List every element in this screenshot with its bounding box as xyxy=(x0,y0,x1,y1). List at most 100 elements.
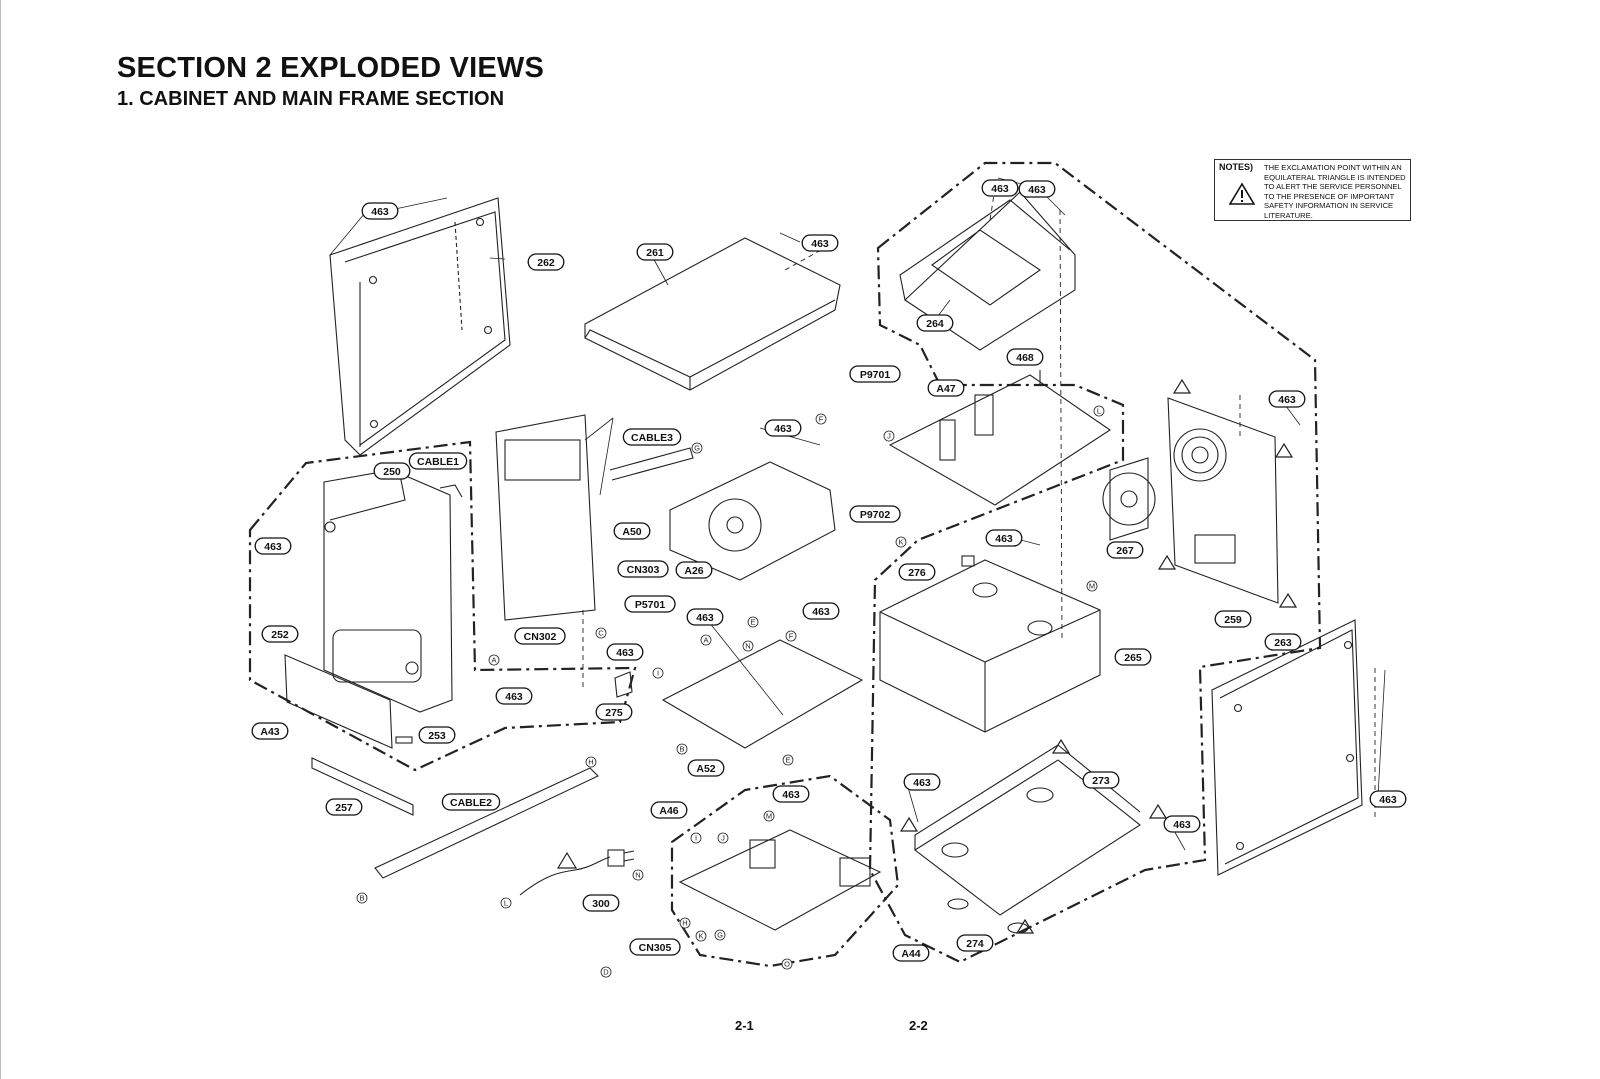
page-number-left: 2-1 xyxy=(735,1018,754,1033)
rear-panel-259 xyxy=(1167,397,1279,604)
part-label: A52 xyxy=(687,759,725,777)
part-label-text: 276 xyxy=(908,567,926,579)
note-title: NOTES) xyxy=(1219,162,1254,172)
warning-triangles xyxy=(556,378,1298,934)
part-label: P5701 xyxy=(624,595,676,613)
part-label-text: 267 xyxy=(1116,545,1134,557)
connector-callout: A xyxy=(488,654,500,666)
part-label-text: 257 xyxy=(335,802,353,814)
connector-callout-text: H xyxy=(588,758,593,767)
part-label: 463 xyxy=(772,785,810,803)
connector-callout: C xyxy=(595,627,607,639)
part-276 xyxy=(961,555,975,567)
connector-callout-text: H xyxy=(682,919,687,928)
part-label: CN302 xyxy=(514,627,566,645)
part-label-text: 468 xyxy=(1016,352,1034,364)
part-label: CN305 xyxy=(629,938,681,956)
part-label-text: A26 xyxy=(684,565,703,577)
connector-callout: J xyxy=(717,832,729,844)
connector-callout: G xyxy=(691,442,703,454)
connector-callout: H xyxy=(585,756,597,768)
part-label: 463 xyxy=(686,608,724,626)
connector-callout-text: O xyxy=(784,960,790,969)
connector-callout-text: M xyxy=(766,812,772,821)
connector-callout-text: A xyxy=(491,656,496,665)
part-label: 463 xyxy=(1268,390,1306,408)
part-label-text: 252 xyxy=(271,629,289,641)
part-label: 463 xyxy=(903,773,941,791)
part-label-text: P9701 xyxy=(860,369,891,381)
part-label-text: 463 xyxy=(1028,184,1046,196)
connector-callout-text: B xyxy=(359,894,364,903)
connector-callout-text: L xyxy=(504,899,508,908)
connector-callout: M xyxy=(1086,580,1098,592)
part-253 xyxy=(395,736,413,744)
part-label: 274 xyxy=(956,934,994,952)
group-outlines xyxy=(248,161,1322,968)
main-chassis-265 xyxy=(879,559,1101,733)
top-shelf-264 xyxy=(899,191,1076,351)
connector-callout-text: F xyxy=(789,632,794,641)
connector-callout-text: D xyxy=(603,968,609,977)
part-label: 263 xyxy=(1264,633,1302,651)
part-label: 275 xyxy=(595,703,633,721)
part-label-text: 463 xyxy=(774,423,792,435)
part-label-text: 463 xyxy=(913,777,931,789)
part-label: A26 xyxy=(675,561,713,579)
connector-callout-text: F xyxy=(819,415,824,424)
connector-callout-text: G xyxy=(717,931,723,940)
connector-callout: L xyxy=(1093,405,1105,417)
part-label-text: CABLE2 xyxy=(450,797,492,809)
part-label: 463 xyxy=(495,687,533,705)
page-number-right: 2-2 xyxy=(909,1018,928,1033)
part-label-text: 274 xyxy=(966,938,984,950)
part-label-text: 250 xyxy=(383,466,401,478)
part-label-text: P9702 xyxy=(860,509,891,521)
part-label: P9702 xyxy=(849,505,901,523)
connector-callout-text: G xyxy=(694,444,700,453)
connector-callout-text: N xyxy=(635,871,640,880)
ribbon-cable-CABLE2 xyxy=(374,767,599,879)
part-label-text: 262 xyxy=(537,257,555,269)
connector-callout: F xyxy=(815,413,827,425)
part-label-text: CABLE3 xyxy=(631,432,673,444)
connector-callout-text: E xyxy=(750,618,755,627)
connector-callout-text: J xyxy=(721,834,725,843)
warning-triangle-icon xyxy=(1148,803,1168,819)
connector-callout-text: A xyxy=(703,636,708,645)
part-label: 463 xyxy=(1018,180,1056,198)
part-label-text: 273 xyxy=(1092,775,1110,787)
part-label-text: 259 xyxy=(1224,614,1242,626)
part-label: 463 xyxy=(254,537,292,555)
part-label-text: A50 xyxy=(622,526,641,538)
part-label-text: 463 xyxy=(696,612,714,624)
page-edge xyxy=(0,0,1,1079)
outline-top-shelf-group xyxy=(868,161,1322,964)
part-label: 273 xyxy=(1082,771,1120,789)
warning-triangle-icon xyxy=(899,816,919,832)
part-label: 463 xyxy=(985,529,1023,547)
part-label: CABLE2 xyxy=(441,793,501,811)
board-A46 xyxy=(678,829,882,931)
board-A52 xyxy=(661,639,864,749)
part-label: P9701 xyxy=(849,365,901,383)
connector-callout-text: J xyxy=(887,432,891,441)
part-label-text: 275 xyxy=(605,707,623,719)
part-label: 300 xyxy=(582,894,620,912)
connector-callout-text: E xyxy=(785,756,790,765)
part-label-text: 463 xyxy=(505,691,523,703)
connector-callout: K xyxy=(695,930,707,942)
connector-callout-text: C xyxy=(598,629,604,638)
connector-callout-text: K xyxy=(698,932,703,941)
part-label-text: 263 xyxy=(1274,637,1292,649)
part-label: A44 xyxy=(892,944,930,962)
part-label: A43 xyxy=(251,722,289,740)
part-label: CABLE1 xyxy=(408,452,468,470)
part-label: CABLE3 xyxy=(622,428,682,446)
part-label-text: 265 xyxy=(1124,652,1142,664)
part-label: 468 xyxy=(1006,348,1044,366)
part-label: 463 xyxy=(801,234,839,252)
connector-callout: G xyxy=(714,929,726,941)
